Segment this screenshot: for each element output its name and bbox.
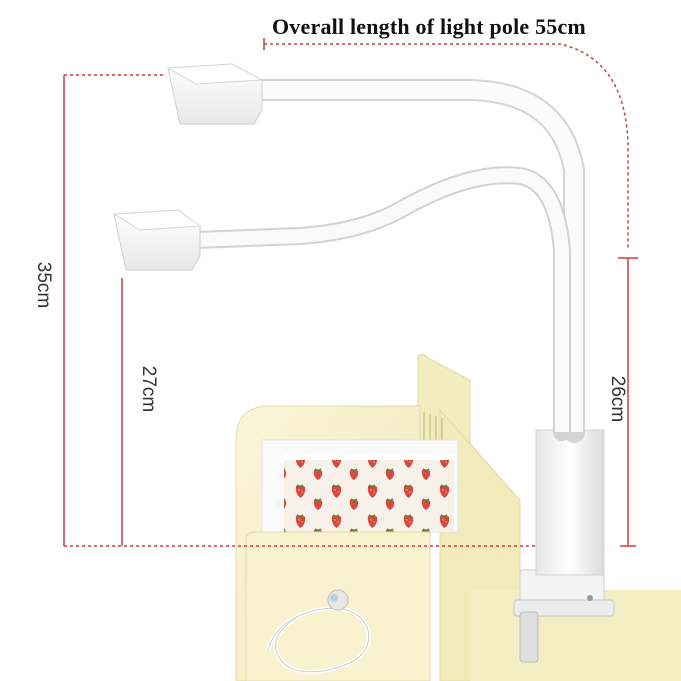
desk-lamp	[112, 63, 615, 663]
pole-height-label: 26cm	[607, 375, 629, 423]
dimension-lines	[63, 38, 638, 547]
overall-length-caption: Overall length of light pole 55cm	[272, 14, 586, 39]
upper-height-label: 35cm	[33, 261, 55, 309]
lower-height-label: 27cm	[138, 365, 160, 413]
